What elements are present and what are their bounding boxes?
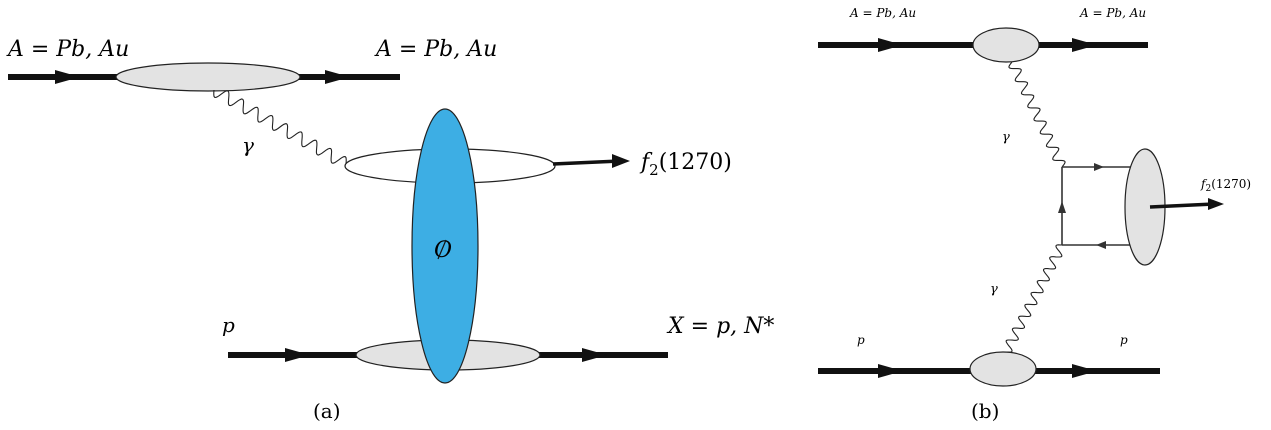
beam-in-label: A = Pb, Au [849,6,916,20]
odderon-exchange [411,108,479,384]
proton-arrow-in [878,364,903,378]
nucleus-blob [972,27,1040,63]
beam-in-label: A = Pb, Au [6,37,129,62]
odderon-slash [437,239,447,260]
nucleus-arrow-in [878,38,903,52]
proton-arrow-out [582,348,607,362]
proton-out-label: p [1120,333,1128,347]
quark-arrow-left [1058,201,1066,213]
final-state-label: X = p, N* [666,314,774,339]
meson-subscript: 2 [649,161,659,179]
beam-out-label: A = Pb, Au [1079,6,1146,20]
proton-blob [969,351,1037,387]
meson-mass: (1270) [659,150,732,175]
photon-line-top [1008,61,1066,168]
proton-arrow-out [1072,364,1097,378]
odderon-label: O [434,238,452,263]
nucleus-arrow-out [1072,38,1097,52]
meson-arrowhead [1208,198,1224,210]
photon-label: γ [242,133,254,157]
quark-arrow-bottom [1096,241,1106,249]
proton-arrow-in [285,348,310,362]
nucleus-arrow-in [55,70,80,84]
meson-line [552,159,621,166]
caption-b: (b) [971,399,999,423]
photon-line-bottom [1005,244,1063,353]
meson-label: f2(1270) [639,150,732,179]
meson-mass: (1270) [1211,177,1251,191]
meson-label: f2(1270) [1200,177,1251,194]
quark-arrow-top [1094,163,1104,171]
photon-bottom-label: γ [990,282,998,297]
photon-line [213,89,347,165]
photon-top-label: γ [1002,130,1010,145]
meson-subscript: 2 [1205,184,1211,194]
panel-a: A = Pb, Au A = Pb, Au γ f2(1270) O p X =… [6,37,774,423]
caption-a: (a) [313,399,341,423]
nucleus-arrow-out [325,70,350,84]
proton-label: p [222,313,235,337]
proton-in-label: p [857,333,865,347]
beam-out-label: A = Pb, Au [374,37,497,62]
nucleus-blob [115,62,301,92]
panel-b: A = Pb, Au A = Pb, Au γ γ f2(1270) p p (… [818,6,1251,423]
meson-arrowhead [612,154,630,168]
meson-line [1149,202,1215,209]
meson-symbol: f [1200,177,1208,191]
